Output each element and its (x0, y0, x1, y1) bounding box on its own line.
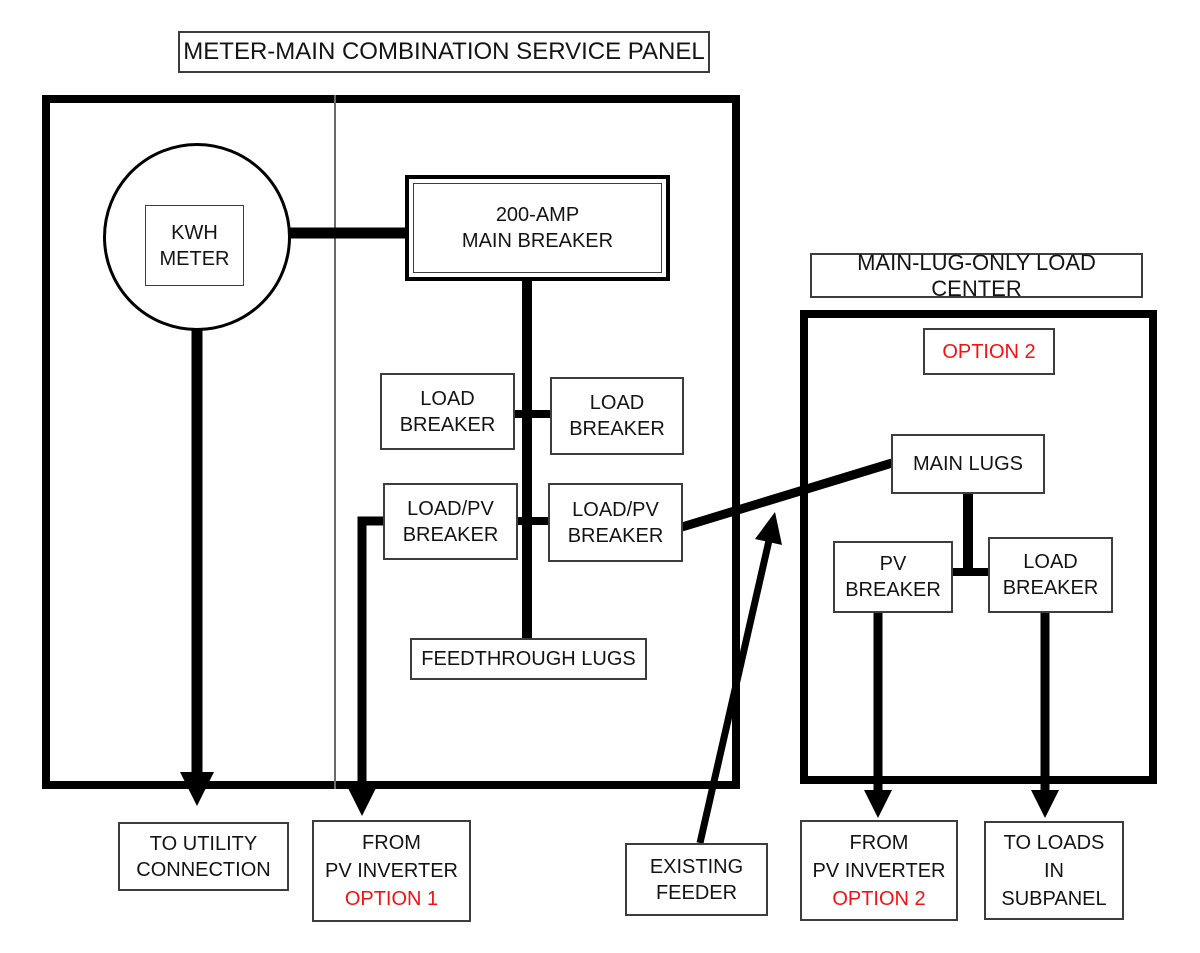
label-line: BREAKER (567, 524, 664, 547)
label-line: BREAKER (845, 579, 941, 601)
subpanel-arrowhead (1031, 790, 1059, 818)
load-center-title: MAIN-LUG-ONLY LOAD CENTER (810, 250, 1143, 301)
label-line: BREAKER (399, 413, 496, 436)
label-line: LOAD/PV (407, 497, 494, 520)
option-2-tag: OPTION 2 (923, 328, 1055, 375)
label-line: LOAD/PV (572, 498, 659, 521)
existing-feeder-arrowhead (755, 512, 782, 545)
label-line: IN (1044, 859, 1064, 882)
label-line: TO UTILITY (149, 832, 258, 855)
label-line: 200-AMP (495, 204, 580, 226)
label-line: CONNECTION (136, 858, 271, 881)
label-line: PV INVERTER (812, 859, 946, 882)
label-line: BREAKER (402, 523, 499, 546)
panel-divider (334, 95, 336, 789)
load-breaker-left-box: LOAD BREAKER (380, 373, 515, 450)
label-line: BREAKER (569, 418, 665, 440)
label-line: PV INVERTER (325, 860, 458, 882)
service-panel-title: METER-MAIN COMBINATION SERVICE PANEL (178, 31, 710, 73)
load-center-outline (800, 310, 1157, 784)
option1-arrowhead (348, 788, 376, 816)
label-line: MAIN LUGS (912, 453, 1024, 475)
subpanel-load-breaker-box: LOAD BREAKER (988, 537, 1113, 613)
label-line: BREAKER (1002, 577, 1099, 599)
label-line: EXISTING (649, 855, 744, 878)
option1-arrow-line (357, 516, 383, 790)
label-line: KWH (171, 221, 218, 244)
from-pv-inverter-option1-label: FROM PV INVERTER OPTION 1 (312, 820, 471, 922)
load-breaker-right-box: LOAD BREAKER (550, 377, 684, 455)
label-line: LOAD (1023, 551, 1078, 573)
to-utility-arrowhead (180, 772, 214, 806)
load-pv-breaker-left-box: LOAD/PV BREAKER (383, 483, 518, 560)
feeder-conductor-line (680, 458, 894, 532)
from-pv-inverter-option2-label: FROM PV INVERTER OPTION 2 (800, 820, 958, 921)
option-1-text: OPTION 1 (344, 888, 439, 910)
label-line: FROM (362, 832, 421, 854)
label-line: TO LOADS (1003, 831, 1105, 854)
to-loads-subpanel-label: TO LOADS IN SUBPANEL (984, 821, 1124, 920)
label-line: FEEDER (655, 881, 738, 904)
option-2-text: OPTION 2 (832, 887, 926, 910)
label-line: LOAD (420, 387, 475, 410)
service-panel-outline (42, 95, 740, 789)
label-line: METER (159, 247, 230, 270)
to-utility-label: TO UTILITY CONNECTION (118, 822, 289, 891)
load-pv-breaker-right-box: LOAD/PV BREAKER (548, 483, 683, 562)
pv-breaker-box: PV BREAKER (833, 541, 953, 613)
option-2-tag-text: OPTION 2 (942, 340, 1036, 363)
label-line: SUBPANEL (1001, 887, 1107, 910)
main-breaker-inner-box: 200-AMP MAIN BREAKER (413, 183, 662, 273)
main-lugs-box: MAIN LUGS (891, 434, 1045, 494)
label-line: MAIN BREAKER (461, 230, 614, 252)
service-panel-title-text: METER-MAIN COMBINATION SERVICE PANEL (183, 38, 705, 65)
main-breaker-box: 200-AMP MAIN BREAKER (405, 175, 670, 281)
label-line: FEEDTHROUGH LUGS (421, 648, 636, 670)
option2-arrowhead (864, 790, 892, 818)
load-center-title-text: MAIN-LUG-ONLY LOAD CENTER (857, 249, 1096, 301)
label-line: PV (879, 553, 907, 575)
feedthrough-lugs-box: FEEDTHROUGH LUGS (410, 638, 647, 680)
existing-feeder-label: EXISTING FEEDER (625, 843, 768, 916)
label-line: LOAD (589, 392, 645, 414)
label-line: FROM (849, 831, 909, 854)
existing-feeder-arrow-line (696, 535, 774, 844)
kwh-meter-label: KWH METER (145, 205, 244, 286)
